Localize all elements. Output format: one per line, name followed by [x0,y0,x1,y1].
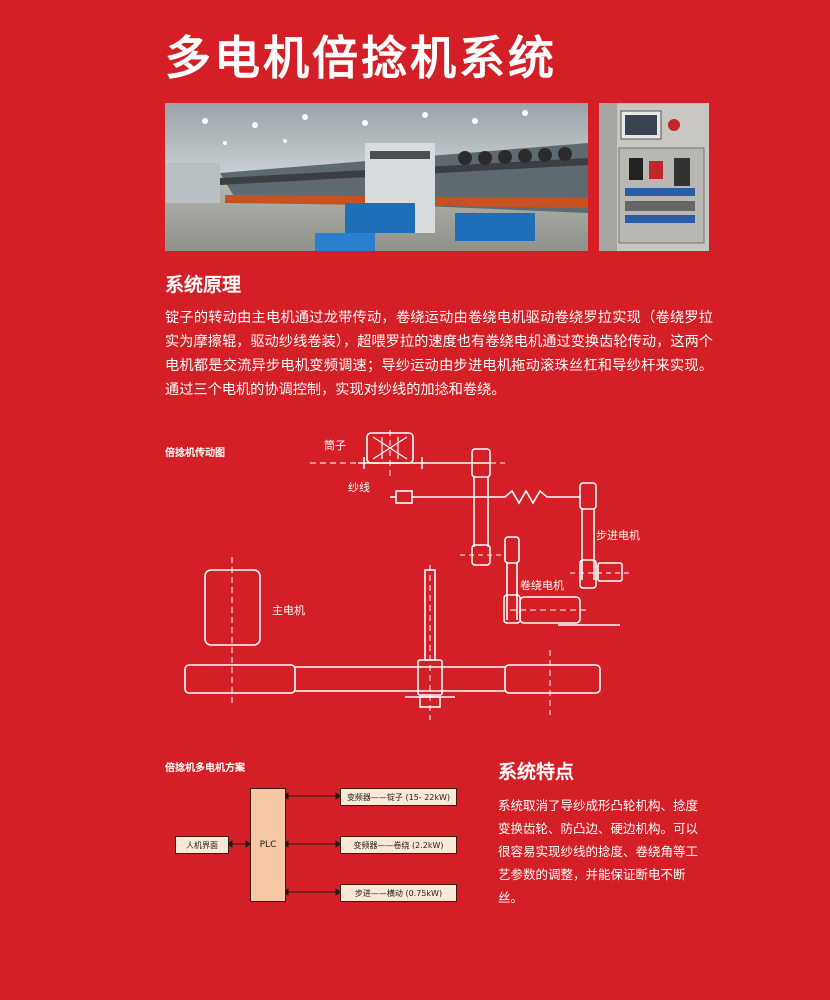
bobbin-label: 筒子 [324,439,346,452]
principle-heading: 系统原理 [165,274,242,296]
winding-drive-box: 变频器——卷绕 (2.2kW) [340,836,457,854]
features-heading: 系统特点 [498,761,575,783]
control-cabinet-photo [599,103,709,251]
features-paragraph: 系统取消了导纱成形凸轮机构、捻度变换齿轮、防凸边、硬边机构。可以很容易实现纱线的… [498,798,699,905]
transmission-diagram: 筒子 纱线 步进电机 卷绕电机 主电机 [160,425,640,725]
spindle-drive-box: 变频器——锭子 (15- 22kW) [340,788,457,806]
factory-photo [165,103,588,251]
plc-box: PLC [250,788,286,902]
principle-paragraph: 锭子的转动由主电机通过龙带传动，卷绕运动由卷绕电机驱动卷绕罗拉实现（卷绕罗拉实为… [165,310,713,398]
page-title: 多电机倍捻机系统 [165,31,557,85]
hmi-box: 人机界面 [175,836,229,854]
stepper-motor-label: 步进电机 [596,529,640,542]
main-motor-label: 主电机 [272,604,305,617]
winding-motor-label: 卷绕电机 [520,579,564,592]
scheme-diagram: 人机界面 PLC 变频器——锭子 (15- 22kW) 变频器——卷绕 (2.2… [160,780,480,910]
yarn-label: 纱线 [348,481,370,494]
traverse-drive-box: 步进——横动 (0.75kW) [340,884,457,902]
transmission-diagram-label: 倍捻机传动图 [165,448,225,459]
scheme-diagram-label: 倍捻机多电机方案 [165,763,245,774]
